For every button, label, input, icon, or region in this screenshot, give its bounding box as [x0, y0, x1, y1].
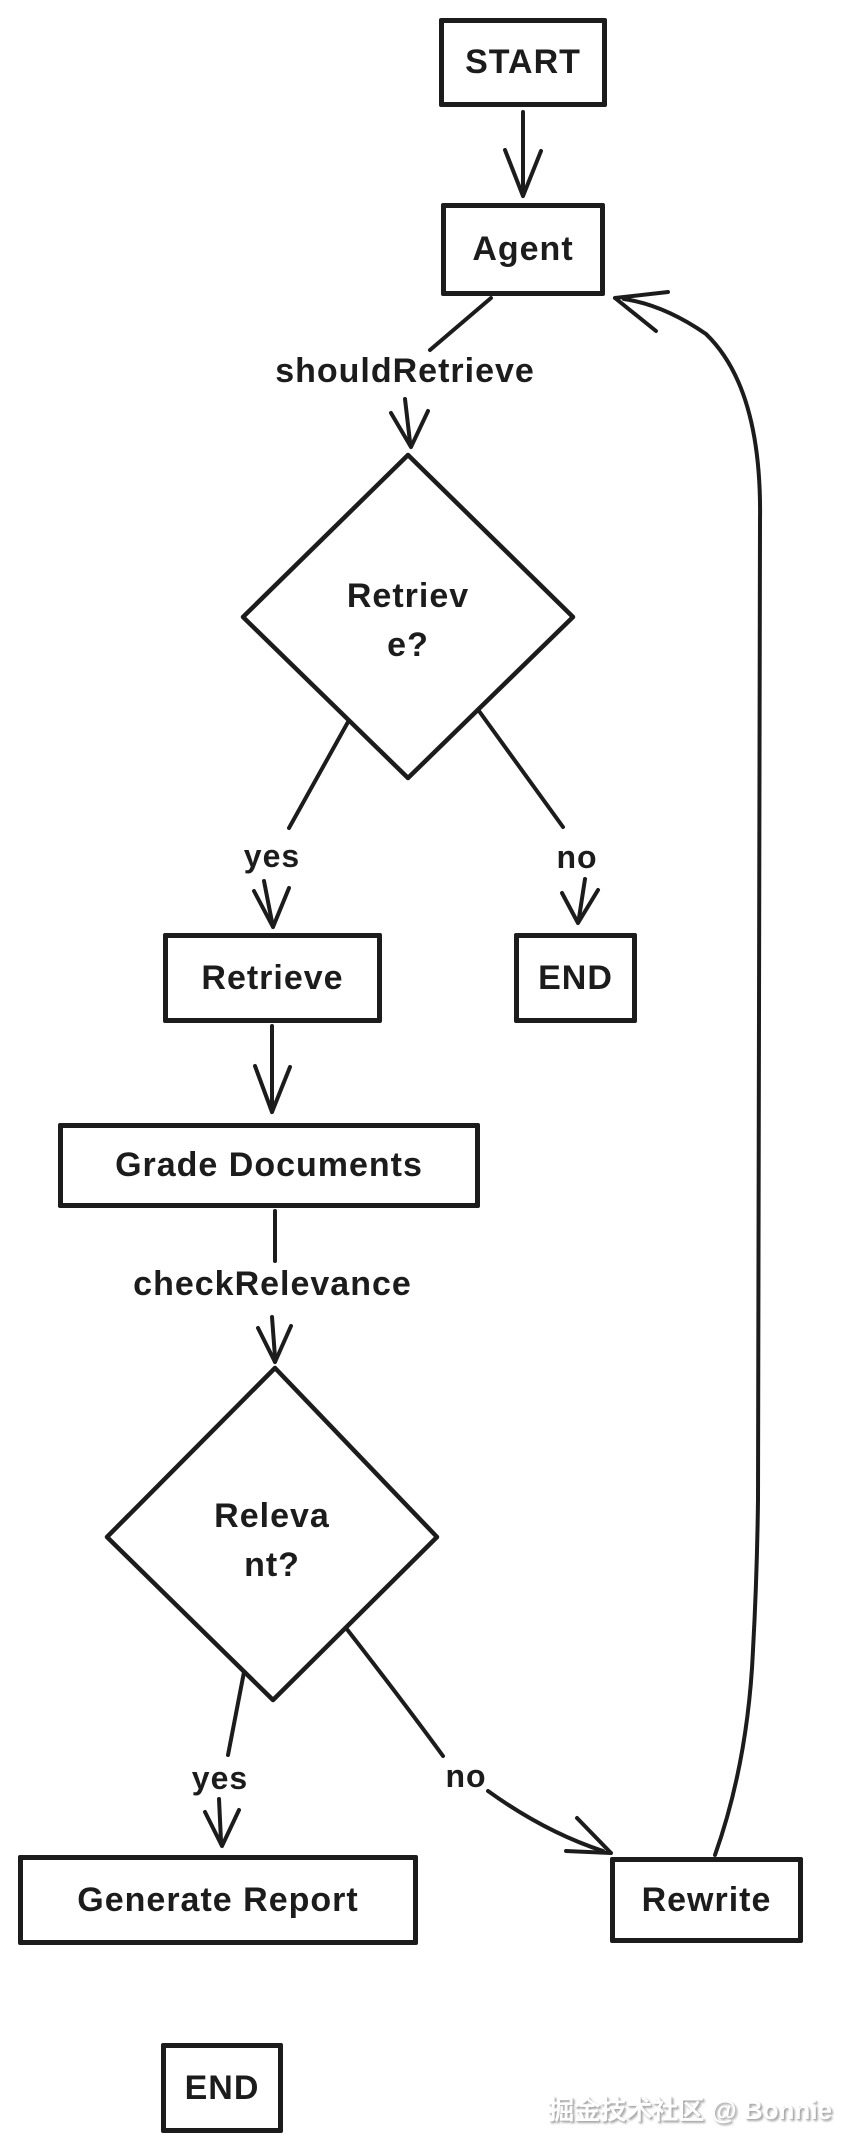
edge-no-into-end — [577, 877, 587, 920]
decision-retrieve-shape — [240, 452, 576, 781]
edge-agent-shouldretrieve — [428, 296, 493, 352]
edge-relevant-yes — [226, 1670, 246, 1757]
edge-yes-into-retrieve — [262, 879, 274, 924]
arrowhead-into-grade — [253, 1064, 292, 1114]
edge-shouldretrieve-decision — [403, 397, 412, 444]
arrowhead-start-agent — [503, 148, 543, 198]
edge-rewrite-agent-loop — [622, 297, 763, 1857]
edge-label-relevant-yes: yes — [191, 1760, 249, 1796]
arrowhead-into-rewrite — [564, 1816, 613, 1855]
node-grade-documents: Grade Documents — [58, 1123, 480, 1208]
decision-relevant-label: Releva nt? — [172, 1492, 372, 1591]
node-end-bottom: END — [161, 2043, 283, 2133]
arrowhead-into-retrieve-decision — [389, 409, 430, 449]
edge-label-retrieve-yes: yes — [243, 838, 301, 874]
node-agent: Agent — [441, 203, 605, 296]
edge-no-into-rewrite — [486, 1789, 605, 1853]
decision-relevant-line1: Releva — [214, 1497, 330, 1535]
edge-checkrelevance-decision — [270, 1315, 277, 1359]
edge-relevant-no — [344, 1626, 445, 1758]
decision-retrieve-line2: e? — [387, 626, 429, 665]
decision-relevant-shape — [104, 1365, 440, 1703]
arrowhead-into-relevant-decision — [256, 1324, 293, 1364]
arrowhead-into-end-top — [560, 888, 600, 925]
node-rewrite: Rewrite — [610, 1857, 803, 1943]
edge-label-check-relevance: checkRelevance — [133, 1265, 412, 1303]
edge-yes-into-generate — [217, 1797, 223, 1843]
edge-label-retrieve-no: no — [556, 839, 598, 875]
decision-retrieve-label: Retriev e? — [308, 572, 508, 671]
node-start: START — [439, 18, 607, 107]
decision-relevant-line2: nt? — [244, 1546, 300, 1585]
arrowhead-into-generate — [203, 1808, 241, 1848]
watermark-text: 掘金技术社区 @ Bonnie — [548, 2095, 832, 2125]
edge-decision-yes — [287, 720, 350, 830]
node-end-top: END — [514, 933, 637, 1023]
arrowhead-into-retrieve — [252, 886, 291, 929]
edge-label-relevant-no: no — [445, 1758, 487, 1794]
node-retrieve: Retrieve — [163, 933, 382, 1023]
node-generate-report: Generate Report — [18, 1855, 418, 1945]
decision-retrieve-line1: Retriev — [346, 577, 470, 615]
edge-label-should-retrieve: shouldRetrieve — [275, 352, 535, 390]
arrowhead-into-agent — [613, 290, 670, 333]
edge-decision-no — [477, 709, 565, 829]
